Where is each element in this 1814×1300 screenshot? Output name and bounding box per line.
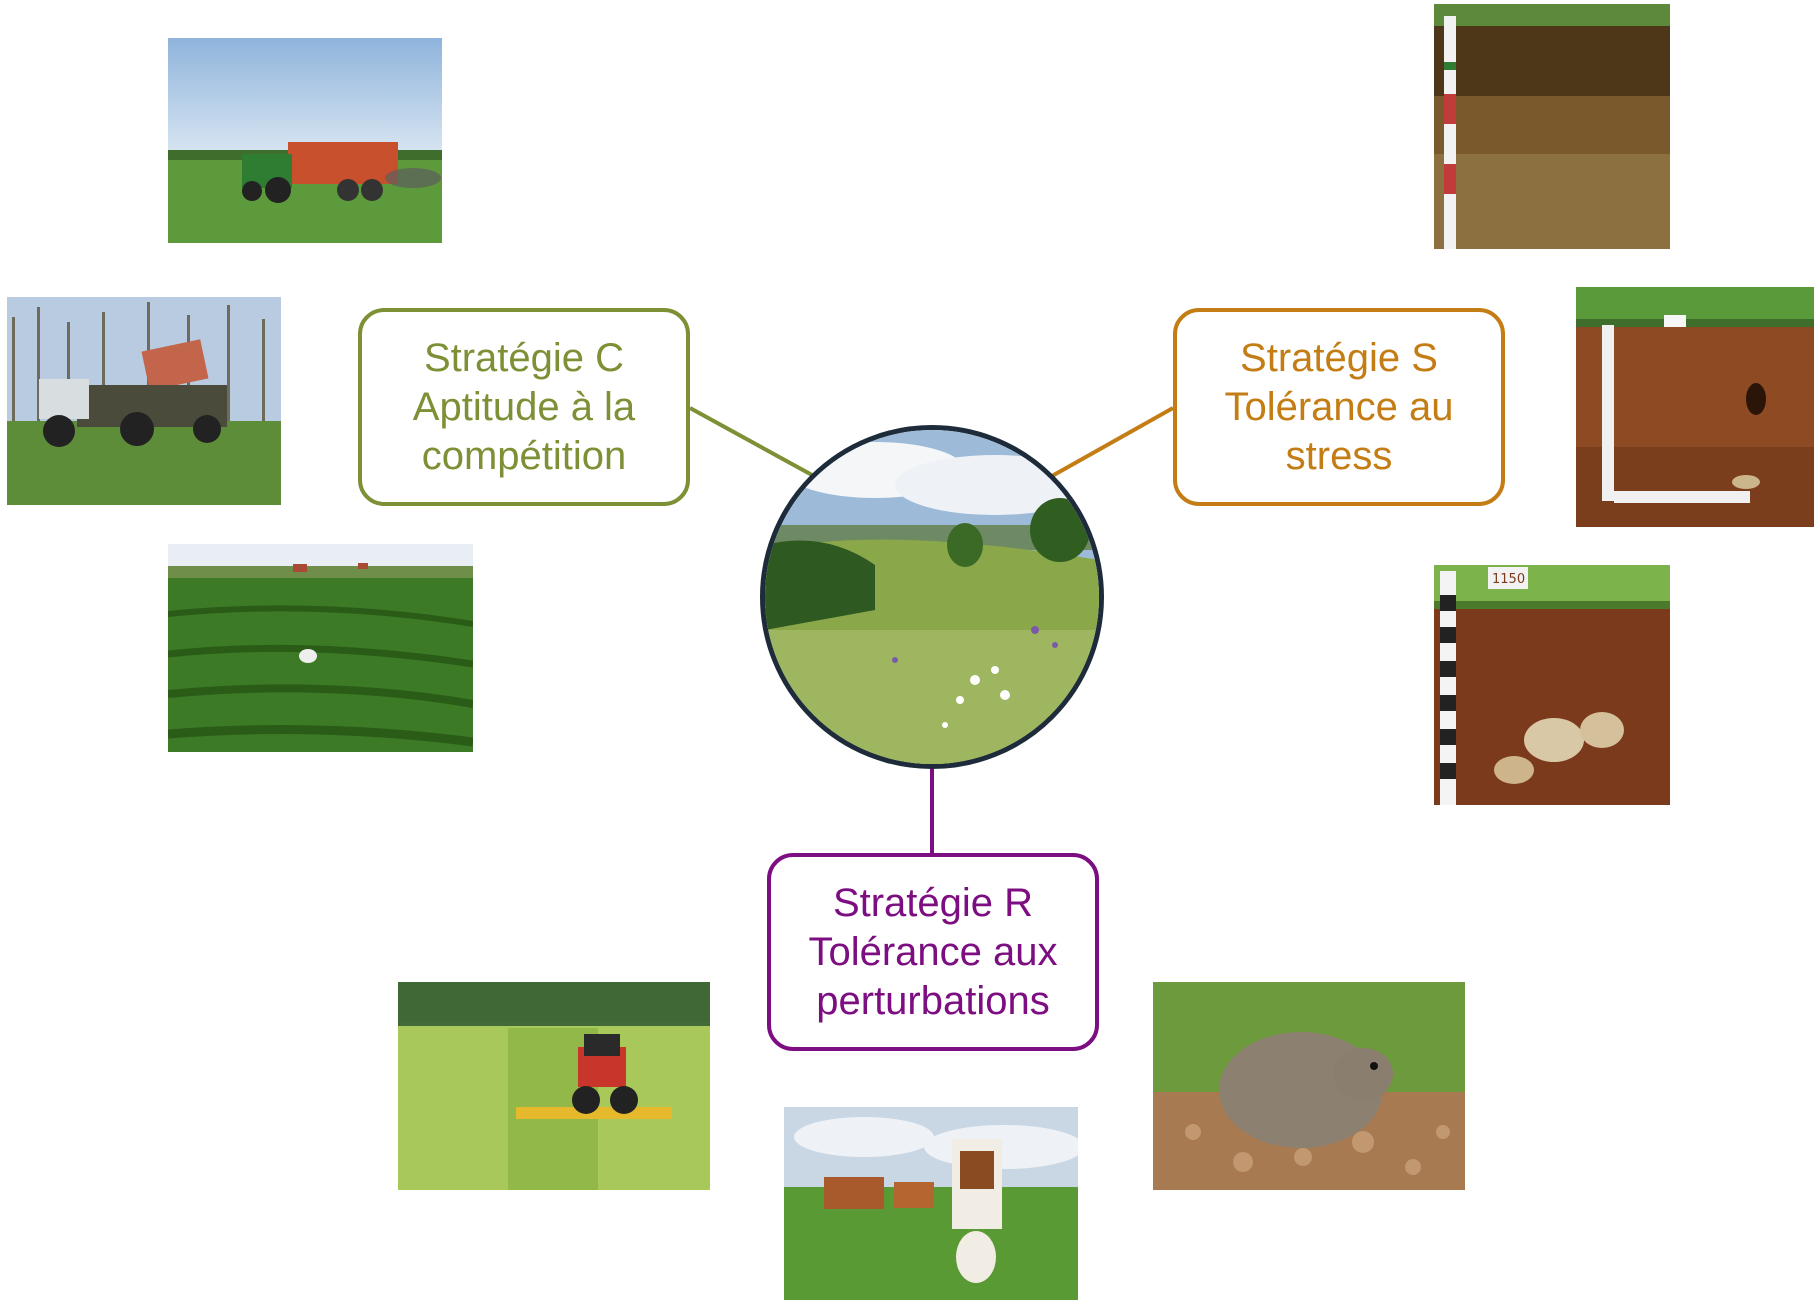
strategy-r-title: Stratégie R — [832, 880, 1034, 925]
strategy-s-line2: Tolérance au — [1224, 384, 1454, 429]
soil-sign-label: 1150 — [1492, 572, 1525, 587]
soil-profile-stony-photo: 1150 — [1434, 565, 1670, 805]
strategy-s-title: Stratégie S — [1240, 335, 1438, 380]
tractor-manure-spreader-photo — [168, 38, 442, 243]
soil-profile-brown-photo — [1434, 4, 1670, 249]
green-meadow-photo — [168, 544, 473, 752]
mowing-tractor-photo — [398, 982, 710, 1190]
soil-profile-red-photo — [1576, 287, 1814, 527]
connector-c — [689, 406, 813, 477]
strategy-r-line3: perturbations — [816, 978, 1050, 1023]
tractor-unloading-manure-photo — [7, 297, 281, 505]
flowering-grassland-photo — [760, 425, 1104, 769]
strategy-c-box: Stratégie C Aptitude à la compétition — [358, 308, 690, 506]
strategy-s-box: Stratégie S Tolérance au stress — [1173, 308, 1505, 506]
strategy-s-line3: stress — [1285, 433, 1393, 478]
strategy-r-box: Stratégie R Tolérance aux perturbations — [767, 853, 1099, 1051]
strategy-c-title: Stratégie C — [423, 335, 625, 380]
connector-s — [1051, 406, 1174, 478]
grazing-cows-photo — [784, 1107, 1078, 1300]
vole-photo — [1153, 982, 1465, 1190]
strategy-c-line3: compétition — [421, 433, 627, 478]
strategy-r-line2: Tolérance aux — [808, 929, 1058, 974]
strategy-c-line2: Aptitude à la — [412, 384, 636, 429]
